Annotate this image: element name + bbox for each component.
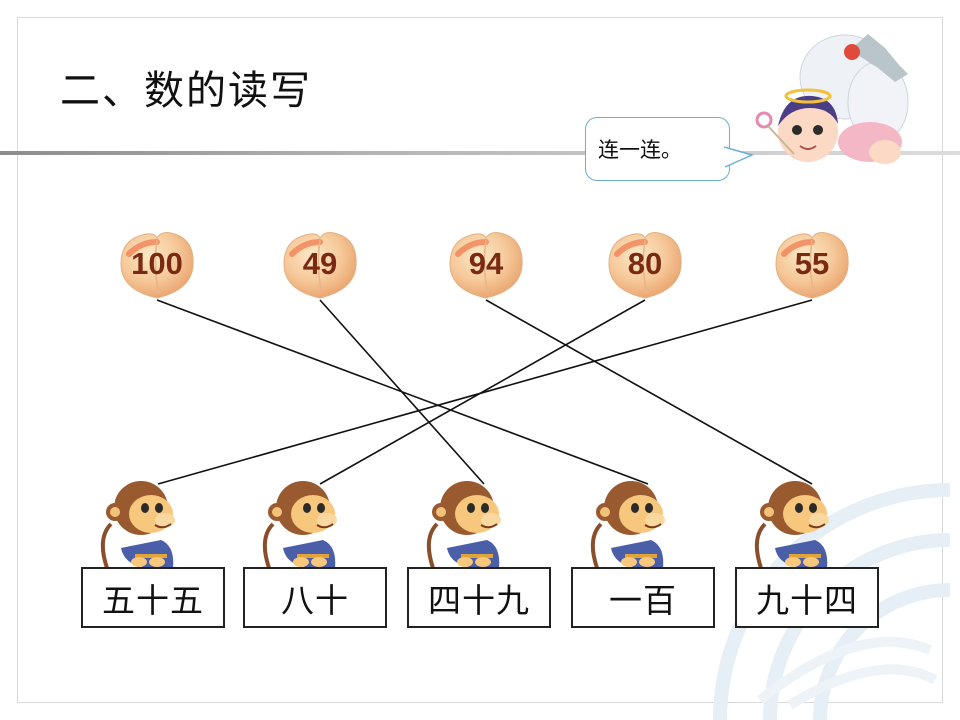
- connection-line-p55-w55[interactable]: [157, 299, 813, 485]
- peach-icon: [449, 232, 523, 299]
- peach-icon: [775, 232, 849, 299]
- title-divider: [0, 151, 960, 155]
- connection-line-p49-w49[interactable]: [319, 299, 485, 485]
- word-box-w94[interactable]: 九十四: [735, 567, 879, 628]
- speech-bubble-tail: [724, 146, 754, 168]
- peach-94[interactable]: 94: [446, 228, 526, 300]
- word-box-w100[interactable]: 一百: [571, 567, 715, 628]
- angel-icon: [755, 34, 909, 164]
- peach-55[interactable]: 55: [772, 228, 852, 300]
- peach-icon: [608, 232, 682, 299]
- word-box-w80[interactable]: 八十: [243, 567, 387, 628]
- monkey-icon: [421, 478, 521, 569]
- peach-icon: [120, 232, 194, 299]
- speech-bubble: [585, 117, 730, 181]
- word-box-w49[interactable]: 四十九: [407, 567, 551, 628]
- peach-number: 55: [794, 246, 830, 281]
- monkey-icon: [257, 478, 357, 569]
- peach-icon: [283, 232, 357, 299]
- peach-number: 94: [468, 246, 504, 281]
- speech-bubble-text: 连一连。: [598, 138, 682, 162]
- monkey-icon: [749, 478, 849, 569]
- peach-80[interactable]: 80: [605, 228, 685, 300]
- peach-number: 49: [302, 246, 338, 281]
- peach-number: 100: [131, 246, 183, 281]
- word-box-w55[interactable]: 五十五: [81, 567, 225, 628]
- peach-100[interactable]: 100: [117, 228, 197, 300]
- page-title: 二、数的读写: [60, 68, 312, 114]
- connection-line-p94-w94[interactable]: [485, 299, 813, 485]
- monkey-icon: [585, 478, 685, 569]
- peach-number: 80: [627, 246, 663, 281]
- monkey-icon: [95, 478, 195, 569]
- peach-49[interactable]: 49: [280, 228, 360, 300]
